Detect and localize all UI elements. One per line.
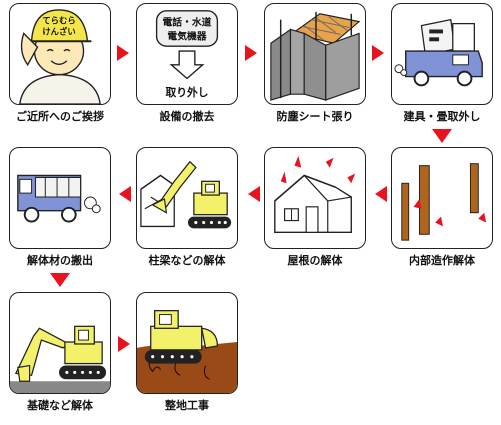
step-label-greeting: ご近所へのご挨拶 — [16, 110, 104, 123]
step-foundation-demolition — [9, 292, 111, 394]
step-label-equipment-removal: 設備の撤去 — [159, 110, 215, 123]
interior-pillars-icon — [401, 163, 487, 241]
helmet-text-line2: けんざい — [42, 26, 75, 36]
step-fittings-removal — [391, 3, 493, 105]
step-label-fittings-removal: 建具・畳取外し — [403, 110, 481, 123]
covered-truck-icon — [17, 174, 101, 223]
step-label-interior-demolition: 内部造作解体 — [409, 254, 475, 267]
arrow-right — [118, 336, 130, 352]
step-land-leveling — [136, 292, 238, 394]
arrow-right — [372, 45, 384, 61]
truck-with-furniture-icon — [394, 18, 483, 87]
equipment-line1: 電話・水道 — [163, 16, 212, 29]
scaffolding-sheet-icon — [270, 11, 361, 101]
equipment-removal-icon: 電話・水道 電気機器 取り外し — [155, 10, 219, 99]
step-dust-sheet — [264, 3, 366, 105]
step-roof-demolition — [264, 147, 366, 249]
helmet-text-line1: てらむら — [42, 16, 75, 26]
removal-text: 取り外し — [165, 86, 208, 99]
arrow-down — [50, 273, 70, 287]
step-material-hauling — [9, 147, 111, 249]
excavator-house-icon — [140, 160, 232, 229]
arrow-left — [119, 186, 131, 202]
step-greeting: てらむら けんざい — [9, 3, 111, 105]
step-frame-demolition — [136, 147, 238, 249]
arrow-right — [245, 45, 257, 61]
step-label-dust-sheet: 防塵シート張り — [276, 110, 354, 123]
excavator-foundation-icon — [10, 325, 110, 393]
bulldozer-icon — [137, 310, 237, 393]
house-outline-icon — [274, 155, 356, 233]
step-label-land-leveling: 整地工事 — [165, 399, 209, 412]
equipment-line2: 電気機器 — [167, 29, 206, 42]
arrow-left — [248, 186, 260, 202]
step-label-material-hauling: 解体材の搬出 — [27, 254, 93, 267]
arrow-right — [117, 45, 129, 61]
arrow-down — [432, 129, 452, 143]
step-equipment-removal: 電話・水道 電気機器 取り外し — [136, 3, 238, 105]
step-label-frame-demolition: 柱梁などの解体 — [148, 254, 226, 267]
arrow-left — [375, 186, 387, 202]
step-label-foundation-demolition: 基礎など解体 — [27, 399, 93, 412]
step-label-roof-demolition: 屋根の解体 — [287, 254, 343, 267]
step-interior-demolition — [391, 147, 493, 249]
worker-saluting-icon: てらむら けんざい — [19, 9, 101, 104]
